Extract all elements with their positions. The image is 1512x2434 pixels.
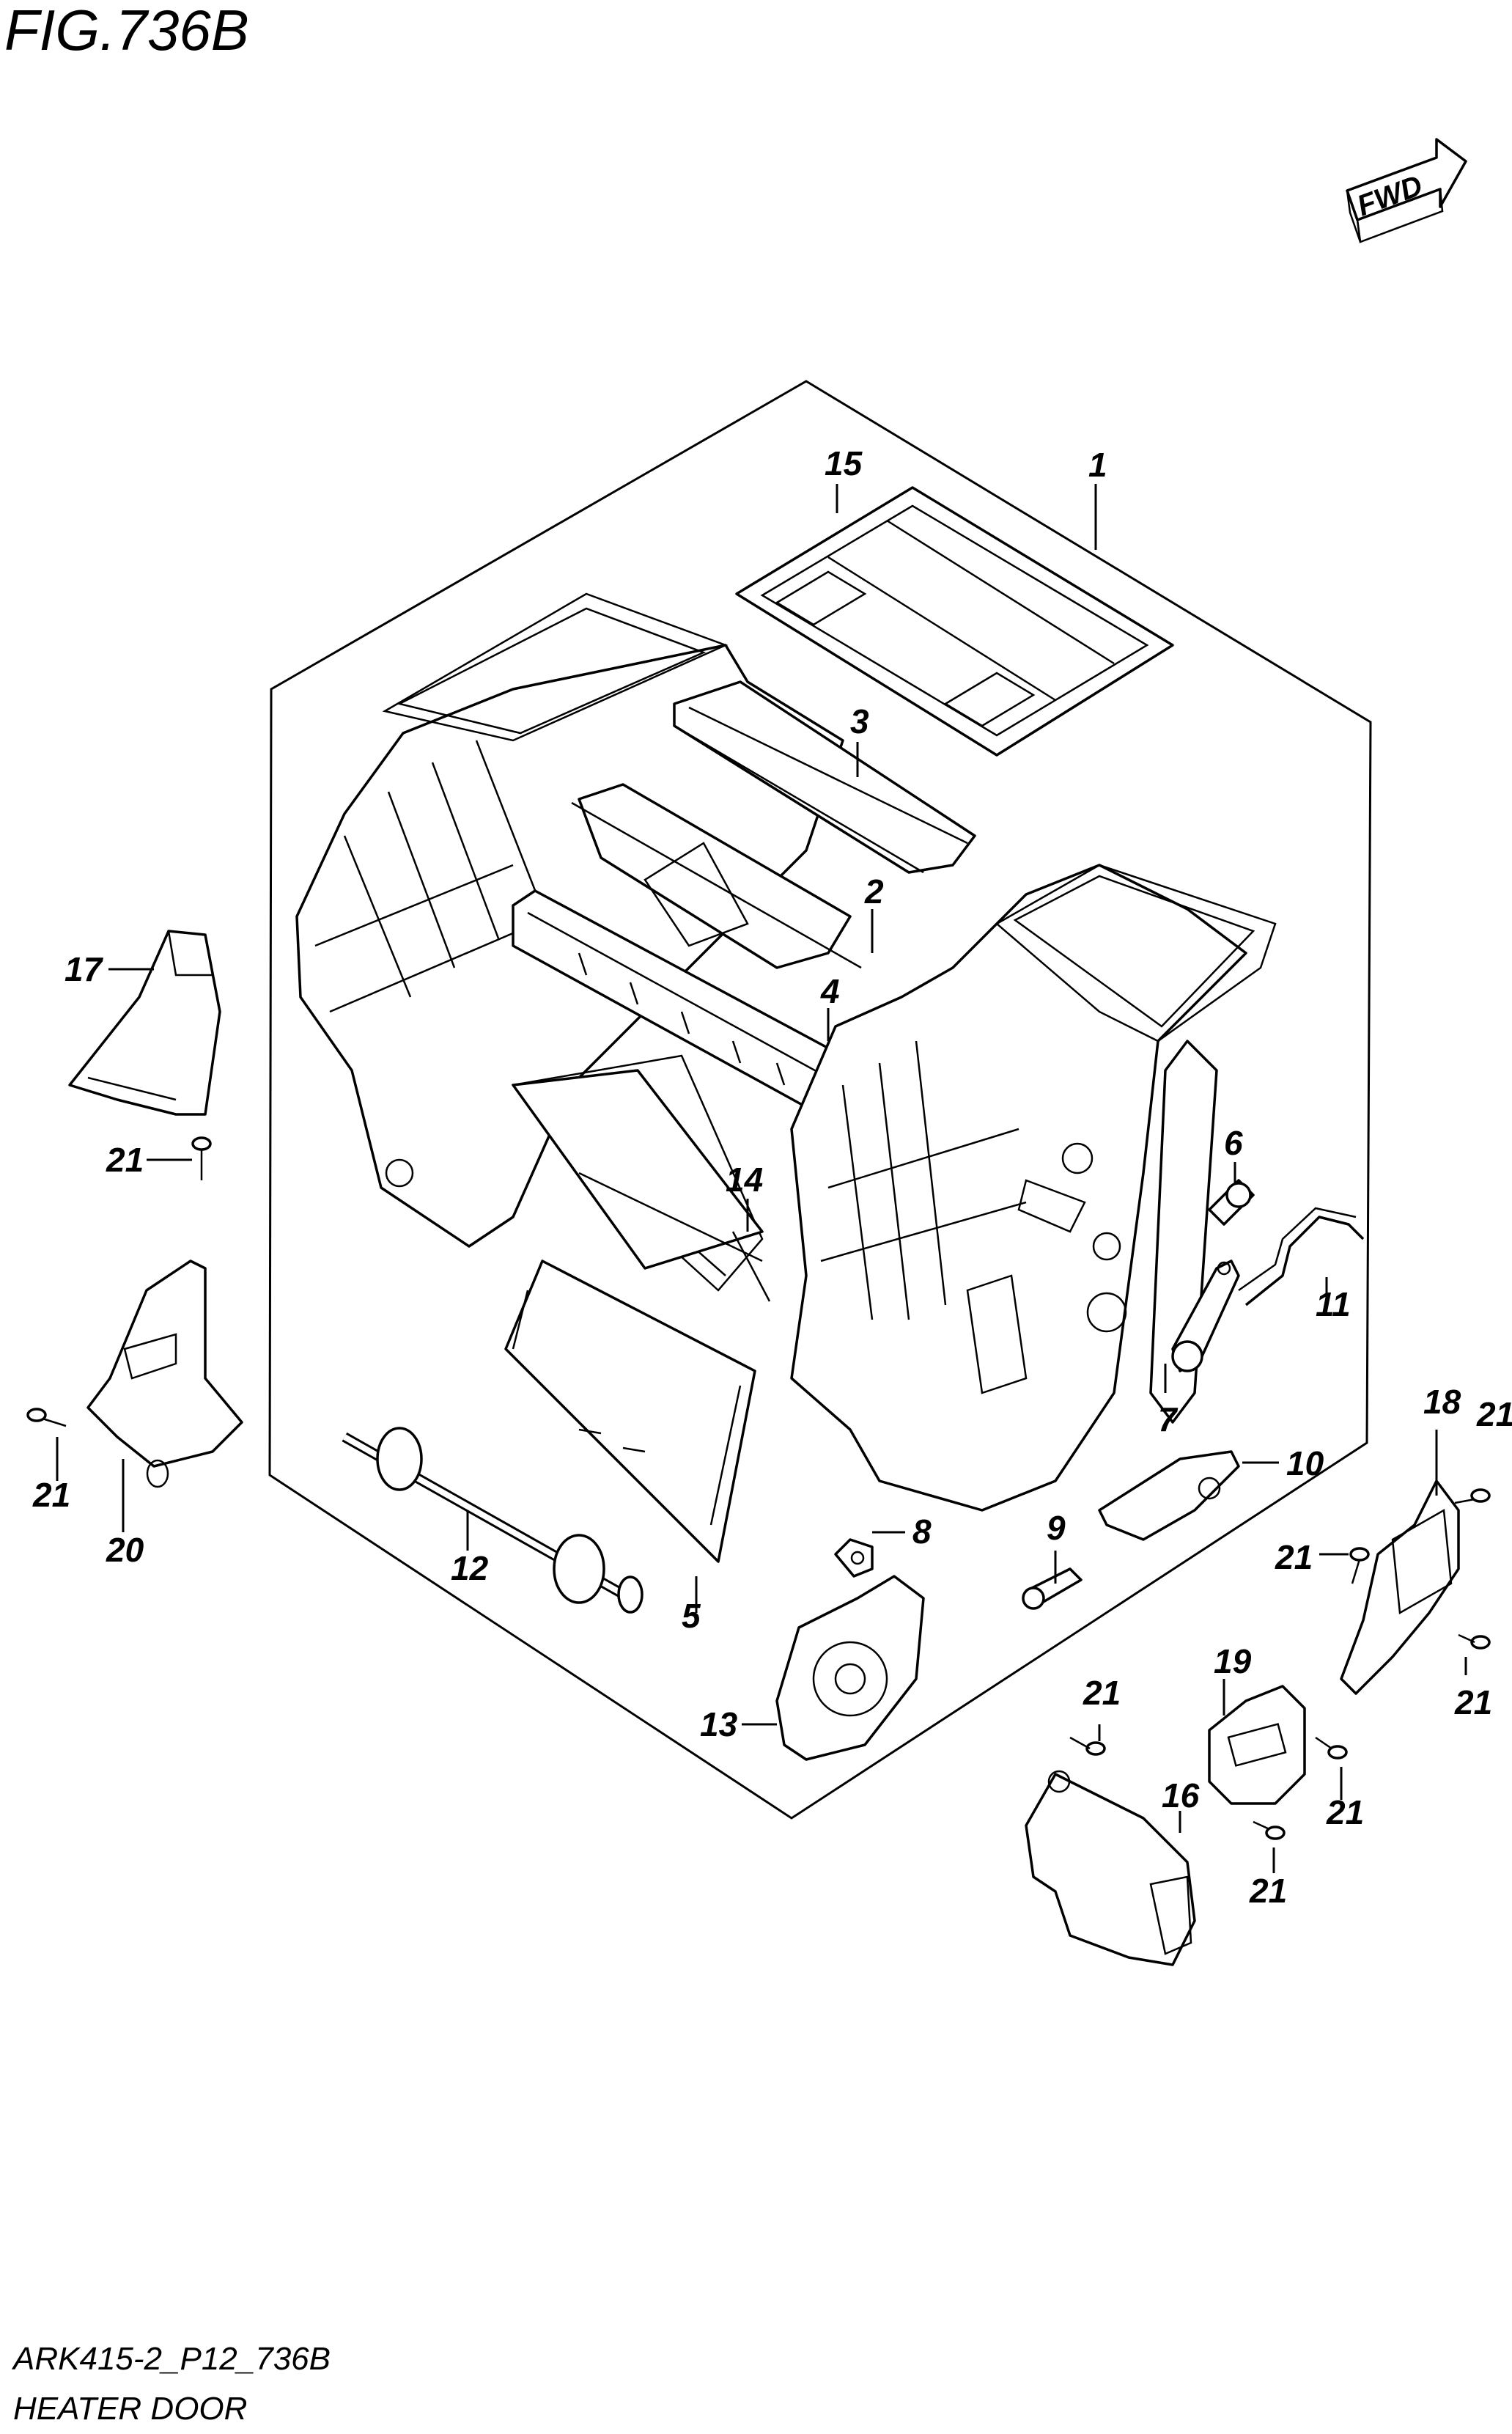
callout-9: 9: [1047, 1509, 1066, 1547]
callout-3: 3: [850, 702, 869, 740]
part-19-actuator: [1208, 1685, 1306, 1805]
callout-21-e: 21: [1083, 1674, 1121, 1712]
part-20-duct: [86, 1260, 243, 1488]
page-subtitle: HEATER DOOR: [13, 2391, 247, 2427]
callout-8: 8: [912, 1512, 932, 1551]
part-5-core: [504, 1260, 756, 1563]
part-15-frame: [735, 486, 1174, 757]
callout-21-h: 21: [1249, 1872, 1287, 1910]
callout-10: 10: [1286, 1444, 1324, 1482]
part-13-gear: [775, 1575, 925, 1761]
part-14-door: [512, 1069, 771, 1302]
callout-19: 19: [1214, 1642, 1252, 1680]
callout-17: 17: [64, 950, 104, 988]
fwd-arrow-icon: FWD: [1346, 138, 1467, 243]
part-6-bushing: [1208, 1179, 1255, 1226]
part-18-bracket: [1340, 1479, 1460, 1695]
part-16-duct: [1025, 1770, 1196, 1966]
callout-6: 6: [1224, 1124, 1243, 1162]
callout-21-c: 21: [1476, 1395, 1512, 1433]
part-8-lever: [834, 1538, 874, 1578]
part-10-lever: [1098, 1450, 1240, 1541]
callout-21-b: 21: [32, 1476, 70, 1514]
callout-21-d: 21: [1275, 1538, 1313, 1576]
callout-16: 16: [1162, 1776, 1200, 1815]
callout-20: 20: [106, 1531, 144, 1569]
assembly-boundary: [268, 380, 1372, 1820]
hvac-case-right: [790, 864, 1277, 1512]
callout-2: 2: [864, 872, 884, 911]
leader-lines: [56, 484, 1467, 1873]
screw-icon: [26, 1136, 1491, 1840]
figure-title: FIG.736B: [4, 0, 249, 62]
callout-18: 18: [1423, 1383, 1461, 1421]
callout-7: 7: [1158, 1400, 1179, 1438]
part-2-door: [571, 783, 862, 969]
callout-5: 5: [682, 1597, 701, 1635]
callout-1: 1: [1088, 446, 1107, 484]
callout-11: 11: [1316, 1285, 1351, 1323]
callout-15: 15: [825, 444, 863, 482]
callout-21-a: 21: [106, 1141, 144, 1179]
part-17-duct: [68, 930, 221, 1116]
part-12-shaft: [342, 1427, 643, 1614]
callout-13: 13: [700, 1705, 738, 1743]
callout-4: 4: [820, 972, 840, 1010]
part-9-link: [1022, 1567, 1083, 1610]
callout-21-f: 21: [1454, 1683, 1492, 1721]
part-7-arm: [1171, 1260, 1240, 1372]
drawing-code: ARK415-2_P12_736B: [11, 2341, 331, 2377]
callouts: 15 1 3 2 4 17 21 6 14 11 7 20 21 18 21 1…: [32, 444, 1512, 1910]
callout-21-g: 21: [1326, 1793, 1364, 1831]
callout-14: 14: [726, 1161, 763, 1199]
part-3-door: [673, 680, 976, 874]
part-11-rod: [1238, 1207, 1365, 1306]
callout-12: 12: [451, 1549, 489, 1587]
